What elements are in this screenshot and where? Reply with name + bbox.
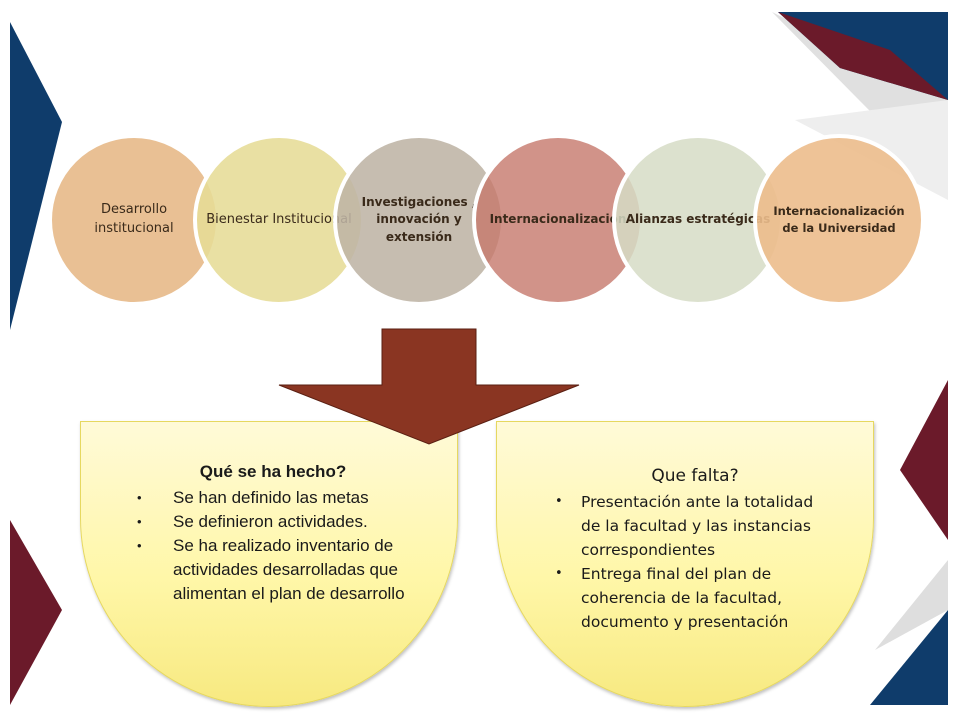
bullet-icon: • bbox=[137, 514, 142, 529]
circle-label: Internacionalización bbox=[489, 212, 627, 227]
circle-internacionalizacion-universidad: Internacionalización de la Universidad bbox=[753, 134, 925, 306]
done-title: Qué se ha hecho? bbox=[199, 462, 347, 481]
pending-list: •Presentación ante la totalidad de la fa… bbox=[555, 490, 833, 634]
bullet-icon: • bbox=[137, 490, 142, 505]
right-maroon-triangle bbox=[900, 380, 948, 540]
down-arrow-icon bbox=[278, 328, 580, 445]
list-item: •Presentación ante la totalidad de la fa… bbox=[555, 490, 833, 562]
pending-title: Que falta? bbox=[651, 466, 739, 486]
bullet-icon: • bbox=[555, 566, 563, 581]
bullet-icon: • bbox=[555, 494, 563, 509]
list-item: •Se han definido las metas bbox=[137, 486, 413, 510]
left-bottom-maroon-triangle bbox=[10, 520, 62, 705]
bullet-icon: • bbox=[137, 538, 142, 553]
done-list: •Se han definido las metas •Se definiero… bbox=[133, 486, 413, 606]
list-item: •Se ha realizado inventario de actividad… bbox=[137, 536, 405, 603]
bottom-right-gray-triangle bbox=[875, 560, 948, 650]
list-item: •Entrega final del plan de coherencia de… bbox=[555, 562, 833, 634]
top-right-maroon-shape bbox=[778, 12, 948, 100]
left-top-navy-triangle bbox=[10, 22, 62, 330]
list-item: •Se definieron actividades. bbox=[137, 510, 413, 534]
circle-label: Bienestar Institucional bbox=[206, 211, 352, 227]
circle-internacionalizacion: Internacionalización bbox=[472, 134, 644, 306]
circle-label: Alianzas estratégicas bbox=[625, 212, 771, 227]
circle-label: Investigaciones , innovación y extensión bbox=[361, 194, 477, 244]
bottom-right-navy-triangle bbox=[870, 610, 948, 705]
circle-label: Internacionalización de la Universidad bbox=[773, 204, 905, 235]
circle-label: Desarrollo institucional bbox=[94, 202, 174, 236]
